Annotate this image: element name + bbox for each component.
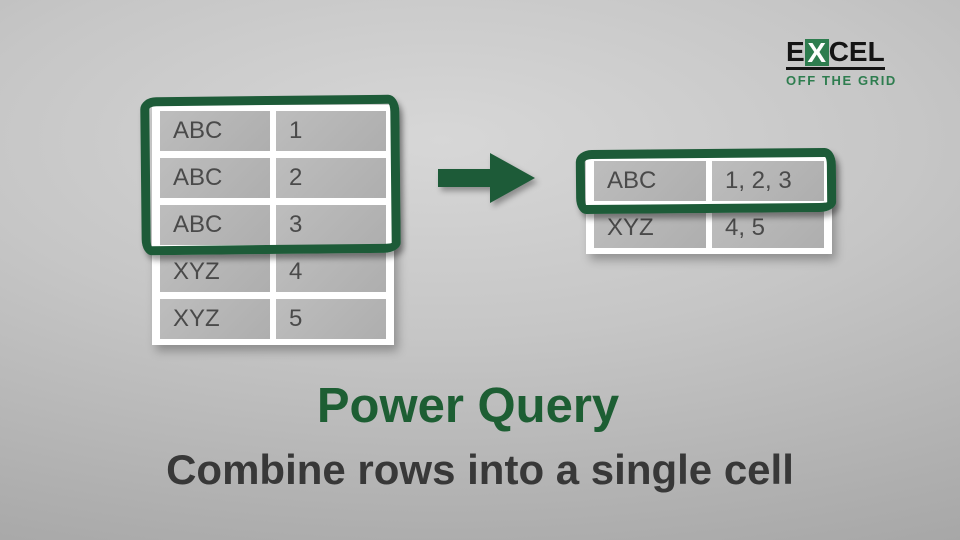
source-table: ABC 1 ABC 2 ABC 3 XYZ 4 XYZ 5: [152, 105, 394, 345]
logo-wordmark: EXCEL: [786, 38, 885, 70]
cell-value: 2: [276, 158, 386, 198]
logo-letters-cel: CEL: [828, 36, 885, 67]
cell-value: 5: [276, 299, 386, 339]
table-row: XYZ 4: [160, 252, 386, 292]
result-table: ABC 1, 2, 3 XYZ 4, 5: [586, 155, 832, 254]
cell-value: 4: [276, 252, 386, 292]
cell-key: XYZ: [160, 299, 270, 339]
table-row: ABC 1: [160, 111, 386, 151]
table-row: XYZ 5: [160, 299, 386, 339]
cell-key: ABC: [160, 111, 270, 151]
table-row: ABC 3: [160, 205, 386, 245]
logo-tagline: OFF THE GRID: [786, 73, 897, 88]
slide-title: Power Query: [316, 379, 620, 433]
table-row: ABC 1, 2, 3: [594, 161, 824, 201]
cell-key: ABC: [160, 158, 270, 198]
logo: EXCEL OFF THE GRID: [786, 38, 896, 88]
cell-value: 1, 2, 3: [712, 161, 824, 201]
transform-arrow-icon: [438, 150, 538, 206]
cell-value: 3: [276, 205, 386, 245]
cell-value: 1: [276, 111, 386, 151]
excel-x-icon: X: [804, 39, 829, 67]
cell-key: XYZ: [160, 252, 270, 292]
slide-subtitle: Combine rows into a single cell: [166, 446, 794, 493]
cell-key: XYZ: [594, 208, 706, 248]
table-row: ABC 2: [160, 158, 386, 198]
cell-key: ABC: [594, 161, 706, 201]
cell-value: 4, 5: [712, 208, 824, 248]
logo-letter-e: E: [786, 36, 805, 67]
cell-key: ABC: [160, 205, 270, 245]
table-row: XYZ 4, 5: [594, 208, 824, 248]
